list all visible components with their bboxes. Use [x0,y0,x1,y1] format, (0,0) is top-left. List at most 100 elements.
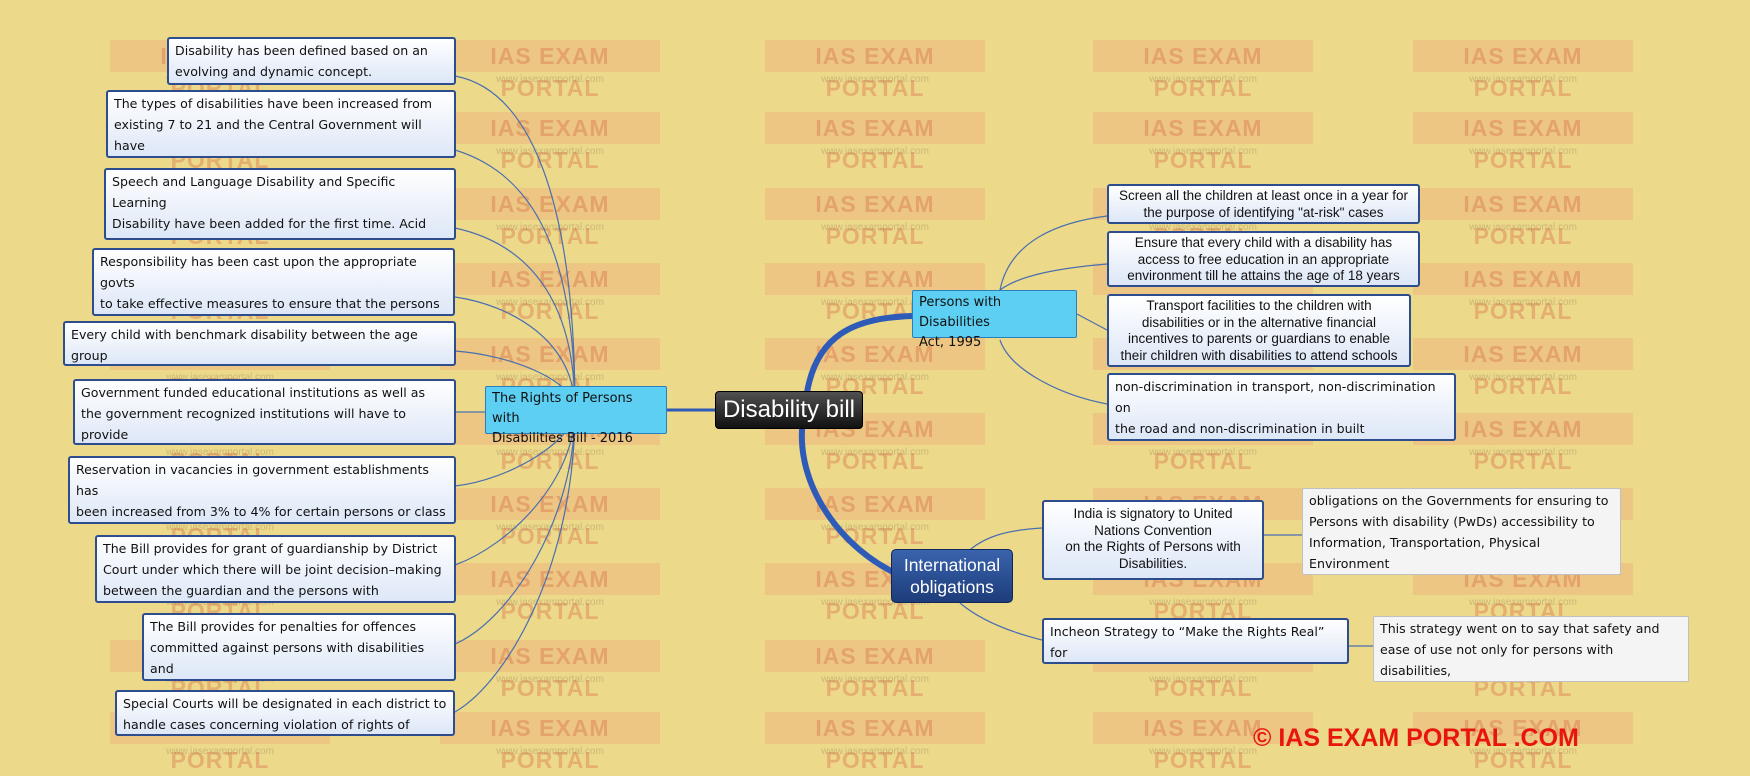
watermark-title: IAS EXAM PORTAL [765,488,985,549]
connector-intl-incheon [959,602,1043,641]
right-item-3[interactable]: Transport facilities to the children wit… [1107,294,1411,367]
watermark-title: IAS EXAM PORTAL [765,40,985,101]
watermark-url: www.iasexamportal.com [1149,674,1257,685]
incheon-strategy-detail[interactable]: This strategy went on to say that safety… [1373,616,1689,682]
watermark-url: www.iasexamportal.com [821,746,929,757]
watermark-title: IAS EXAM PORTAL [440,712,660,773]
watermark-title: IAS EXAM PORTAL [1093,40,1313,101]
watermark-url: www.iasexamportal.com [166,746,274,757]
watermark-url: www.iasexamportal.com [496,297,604,308]
left-item-5[interactable]: Every child with benchmark disability be… [63,321,456,366]
watermark-url: www.iasexamportal.com [1469,597,1577,608]
watermark-title: IAS EXAM PORTAL [440,488,660,549]
right-item-4[interactable]: non-discrimination in transport, non-dis… [1107,373,1456,441]
watermark-url: www.iasexamportal.com [821,522,929,533]
connector-left-4 [454,296,576,411]
left-item-9[interactable]: The Bill provides for penalties for offe… [142,613,456,681]
left-item-1[interactable]: Disability has been defined based on an … [167,37,456,85]
watermark-url: www.iasexamportal.com [1469,372,1577,383]
watermark-url: www.iasexamportal.com [1149,146,1257,157]
watermark-url: www.iasexamportal.com [1469,447,1577,458]
watermark-url: www.iasexamportal.com [821,447,929,458]
watermark-url: www.iasexamportal.com [496,674,604,685]
watermark-url: www.iasexamportal.com [166,447,274,458]
connector-right-1 [999,215,1108,291]
connector-left-9 [454,409,576,645]
left-item-10[interactable]: Special Courts will be designated in eac… [115,690,455,736]
connector-right-3 [1076,313,1108,331]
watermark-title: IAS EXAM PORTAL [1093,112,1313,173]
watermark-title: IAS EXAM PORTAL [1093,712,1313,773]
watermark-url: www.iasexamportal.com [1149,222,1257,233]
watermark-title: IAS EXAM PORTAL [1413,338,1633,399]
connector-right-2 [999,263,1108,291]
watermark-title: IAS EXAM PORTAL [440,188,660,249]
connector-left-2 [454,149,576,411]
connector-left-8 [454,409,576,566]
watermark-url: www.iasexamportal.com [496,522,604,533]
watermark-title: IAS EXAM PORTAL [1413,40,1633,101]
watermark-url: www.iasexamportal.com [1469,146,1577,157]
watermark-url: www.iasexamportal.com [496,447,604,458]
watermark-url: www.iasexamportal.com [1149,74,1257,85]
un-convention-detail[interactable]: obligations on the Governments for ensur… [1302,488,1621,575]
left-item-8[interactable]: The Bill provides for grant of guardians… [95,535,456,603]
watermark-url: www.iasexamportal.com [821,597,929,608]
un-convention-node[interactable]: India is signatory to United Nations Con… [1042,500,1264,580]
left-item-2[interactable]: The types of disabilities have been incr… [106,90,456,158]
watermark-url: www.iasexamportal.com [1149,597,1257,608]
watermark-title: IAS EXAM PORTAL [440,40,660,101]
watermark-url: www.iasexamportal.com [496,146,604,157]
right-item-1[interactable]: Screen all the children at least once in… [1107,184,1420,224]
international-obligations-node[interactable]: International obligations [891,549,1013,603]
watermark-url: www.iasexamportal.com [821,74,929,85]
left-item-3[interactable]: Speech and Language Disability and Speci… [104,168,456,240]
watermark-title: IAS EXAM PORTAL [1413,712,1633,773]
left-item-4[interactable]: Responsibility has been cast upon the ap… [92,248,455,316]
watermark-url: www.iasexamportal.com [821,146,929,157]
central-topic[interactable]: Disability bill [715,391,863,429]
watermark-url: www.iasexamportal.com [821,674,929,685]
watermark-title: IAS EXAM PORTAL [1413,112,1633,173]
connector-right-4 [999,339,1108,405]
watermark-title: IAS EXAM PORTAL [765,188,985,249]
rights-bill-2016-hub[interactable]: The Rights of Persons with Disabilities … [485,386,667,446]
watermark-url: www.iasexamportal.com [1149,447,1257,458]
left-item-6[interactable]: Government funded educational institutio… [73,379,456,445]
watermark-url: www.iasexamportal.com [821,222,929,233]
watermark-url: www.iasexamportal.com [821,297,929,308]
watermark-title: IAS EXAM PORTAL [440,112,660,173]
watermark-url: www.iasexamportal.com [166,522,274,533]
right-item-2[interactable]: Ensure that every child with a disabilit… [1107,231,1420,287]
watermark-url: www.iasexamportal.com [1469,222,1577,233]
watermark-title: IAS EXAM PORTAL [1413,188,1633,249]
left-item-7[interactable]: Reservation in vacancies in government e… [68,456,456,524]
pwd-act-1995-hub[interactable]: Persons with Disabilities Act, 1995 [912,290,1077,350]
watermark-title: IAS EXAM PORTAL [765,640,985,701]
watermark-url: www.iasexamportal.com [1469,746,1577,757]
incheon-strategy-node[interactable]: Incheon Strategy to “Make the Rights Rea… [1042,618,1349,664]
watermark-title: IAS EXAM PORTAL [440,640,660,701]
connector-central-to-intl [798,409,895,575]
watermark-url: www.iasexamportal.com [496,74,604,85]
